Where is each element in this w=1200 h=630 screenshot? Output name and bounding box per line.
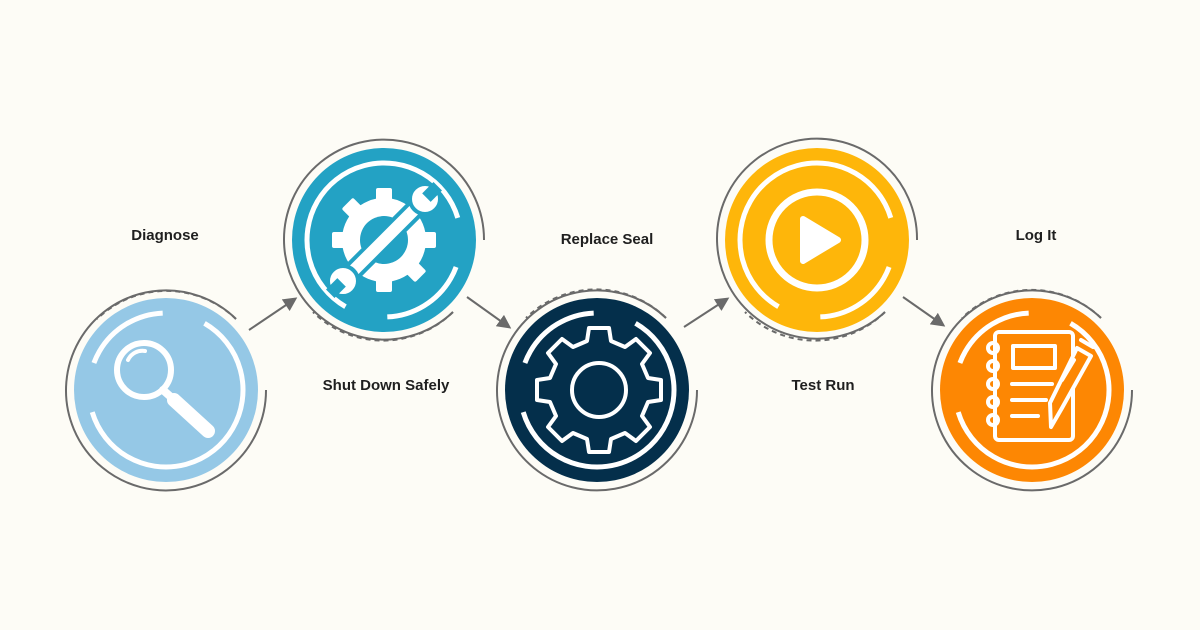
step-label-log-it: Log It <box>1015 227 1057 244</box>
step-label-shut-down-safely: Shut Down Safely <box>322 377 450 394</box>
gear-icon <box>535 326 663 454</box>
step-3-circle <box>496 288 699 492</box>
step-4-circle <box>716 137 919 342</box>
step-1-circle <box>65 289 268 492</box>
step-5-circle <box>931 288 1134 492</box>
gear-wrench-icon <box>325 181 443 299</box>
step-label-diagnose: Diagnose <box>131 227 199 244</box>
step-label-test-run: Test Run <box>791 377 855 394</box>
arrow-4-5 <box>902 296 946 327</box>
arrow-1-2 <box>248 297 298 331</box>
magnifier-icon <box>114 340 215 438</box>
step-label-replace-seal: Replace Seal <box>560 231 654 248</box>
arrow-3-4 <box>683 297 730 328</box>
play-icon <box>765 188 869 292</box>
notepad-pen-icon <box>986 330 1095 442</box>
step-2-circle <box>283 138 486 342</box>
arrow-2-3 <box>466 296 512 329</box>
